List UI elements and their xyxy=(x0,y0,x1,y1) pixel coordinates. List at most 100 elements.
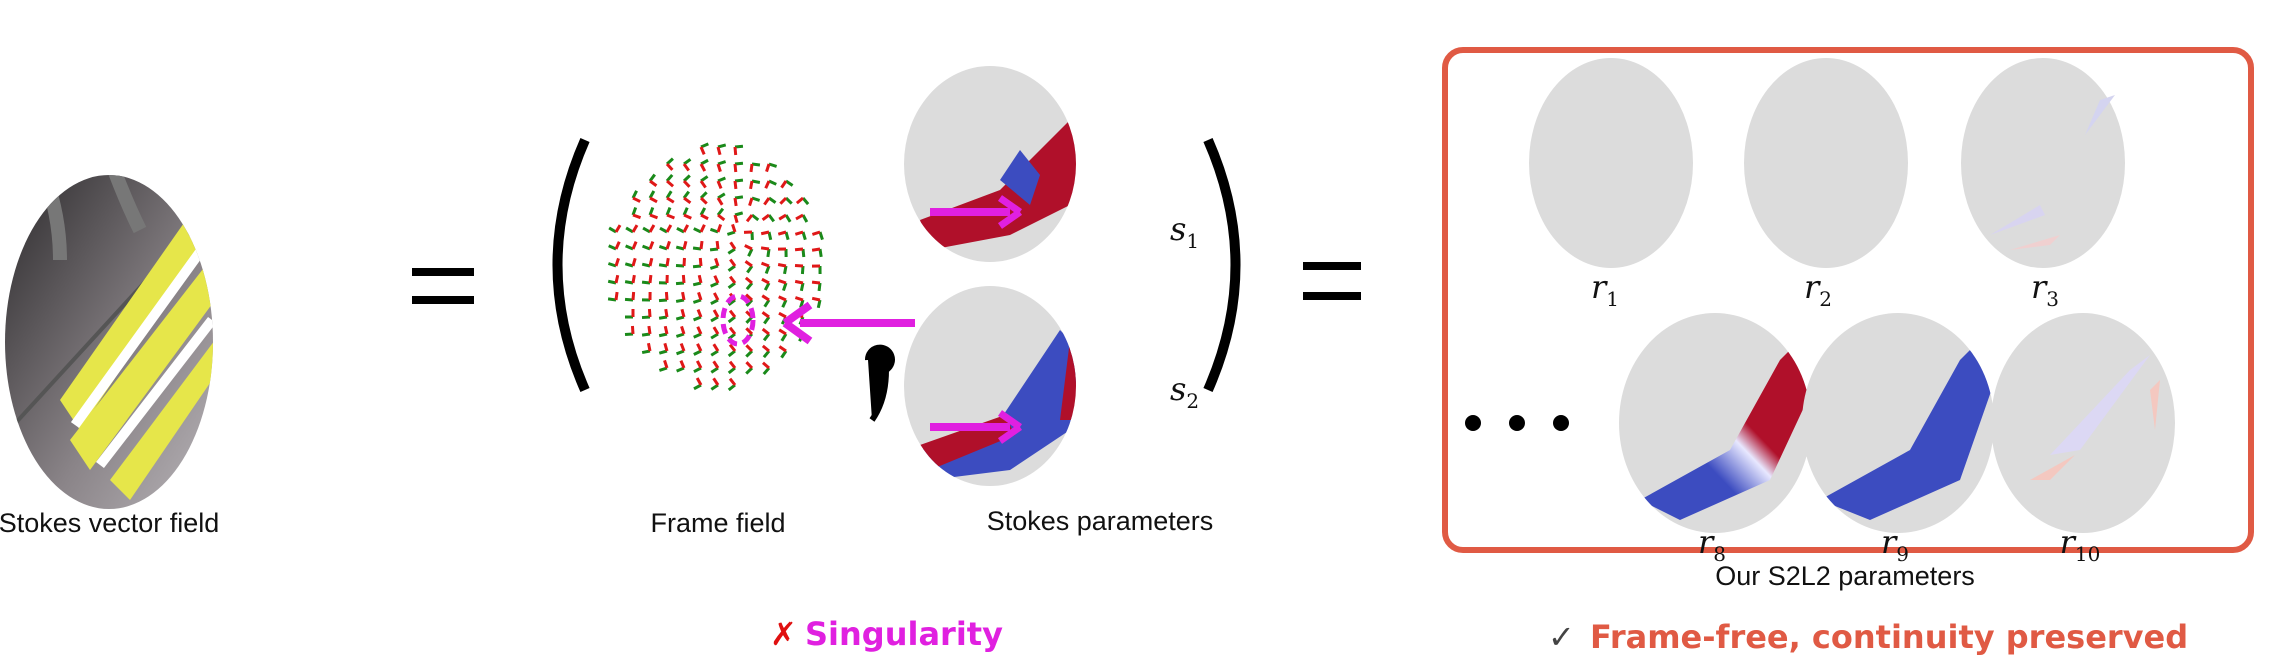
frame-vector-red xyxy=(733,146,738,156)
right-parenthesis xyxy=(1203,137,1241,393)
singularity-note: Singularity xyxy=(805,615,1003,653)
frame-vector-red xyxy=(649,213,659,220)
frame-vector-red xyxy=(716,180,723,189)
frame-vector-red xyxy=(780,180,788,189)
frame-vector-red xyxy=(731,223,737,233)
frame-vector-red xyxy=(631,291,636,301)
frame-vector-red xyxy=(745,293,754,302)
frame-vector-red xyxy=(697,274,703,284)
left-parenthesis xyxy=(552,137,590,393)
frame-vector-red xyxy=(733,197,738,207)
equals-sign xyxy=(412,268,474,304)
frame-vector-red xyxy=(631,241,638,250)
frame-vector-red xyxy=(665,240,671,250)
stokes-parameters-label: Stokes parameters xyxy=(987,506,1214,536)
frame-vector-red xyxy=(614,257,620,267)
frame-vector-red xyxy=(745,327,754,336)
frame-vector-red xyxy=(748,197,754,207)
frame-vector-red xyxy=(728,343,737,352)
r1-label: r1 xyxy=(1591,268,1619,311)
frame-vector-red xyxy=(713,275,720,284)
frame-vector-red xyxy=(699,196,708,205)
frame-vector-red xyxy=(717,213,726,222)
frame-vector-red xyxy=(760,261,770,268)
frame-vector-red xyxy=(614,291,619,301)
frame-vector-red xyxy=(614,274,620,284)
frame-vector-red xyxy=(728,309,737,318)
frame-vector-red xyxy=(715,240,720,250)
comma xyxy=(864,344,895,422)
frame-vector-red xyxy=(699,224,706,233)
frame-vector-red xyxy=(728,360,737,369)
s2l2-r10-sphere xyxy=(1991,313,2175,533)
frame-vector-red xyxy=(683,196,692,204)
frame-vector-red xyxy=(777,230,787,236)
s2-label: s2 xyxy=(1170,370,1199,413)
frame-vector-red xyxy=(665,224,673,233)
stokes-vector-field-sphere xyxy=(5,175,213,509)
frame-field-label: Frame field xyxy=(650,508,785,538)
frame-vector-red xyxy=(665,162,674,171)
frame-vector-red xyxy=(700,213,709,221)
frame-vector-red xyxy=(681,291,686,301)
frame-vector-red xyxy=(699,146,706,155)
frame-vector-red xyxy=(649,196,658,204)
check-icon: ✓ xyxy=(1548,618,1575,656)
frame-vector-red xyxy=(779,196,788,205)
frame-vector-red xyxy=(663,342,669,352)
frame-vector-red xyxy=(699,163,707,172)
frame-vector-red xyxy=(811,280,821,285)
frame-vector-red xyxy=(761,213,770,222)
frame-vector-red xyxy=(763,197,771,206)
frame-vector-red xyxy=(666,213,675,220)
stokes-vector-field-label: Stokes vector field xyxy=(0,508,219,538)
frame-vector-red xyxy=(761,344,770,353)
frame-vector-red xyxy=(647,325,652,335)
frame-vector-red xyxy=(733,180,738,190)
s2l2-r9-sphere xyxy=(1802,313,1994,533)
frame-vector-red xyxy=(745,214,754,223)
frame-vector-red xyxy=(680,325,686,335)
frame-vector-red xyxy=(679,342,686,352)
frame-vector-red xyxy=(777,263,787,268)
frame-vector-red xyxy=(733,163,738,173)
frame-vector-red xyxy=(695,377,703,386)
s2l2-r3-sphere xyxy=(1961,58,2125,268)
frame-vector-red xyxy=(663,325,669,335)
frame-vector-red xyxy=(811,230,821,236)
frame-vector-red xyxy=(749,163,754,173)
s1-label: s1 xyxy=(1170,210,1199,253)
frame-vector-red xyxy=(696,309,703,318)
singularity-marker xyxy=(720,293,756,347)
frame-vector-red xyxy=(745,344,754,353)
frame-vector-red xyxy=(712,360,720,369)
frame-vector-red xyxy=(631,274,636,284)
frame-vector-red xyxy=(663,359,669,369)
frame-vector-red xyxy=(728,377,737,386)
frame-vector-red xyxy=(664,291,669,301)
frame-vector-red xyxy=(778,311,787,319)
frame-vector-red xyxy=(728,275,737,284)
cross-icon: ✗ xyxy=(770,615,797,653)
frame-vector-red xyxy=(811,247,821,252)
frame-vector-red xyxy=(664,308,669,318)
frame-vector-red xyxy=(614,224,622,233)
frame-vector-red xyxy=(794,247,804,252)
frame-vector-red xyxy=(733,214,739,224)
equals-sign xyxy=(1303,262,1361,300)
frame-vector-red xyxy=(744,260,753,268)
frame-vector-red xyxy=(712,309,720,318)
frame-vector-red xyxy=(761,277,770,285)
frame-vector-red xyxy=(712,343,720,352)
frame-vector-red xyxy=(778,345,787,353)
frame-field-sphere xyxy=(600,138,836,394)
frame-vector-red xyxy=(699,240,704,250)
frame-vector-red xyxy=(794,263,804,268)
frame-vector-red xyxy=(683,213,692,220)
frame-vector-red xyxy=(665,257,670,267)
frame-free-note: Frame-free, continuity preserved xyxy=(1590,618,2188,656)
frame-vector-red xyxy=(716,163,722,173)
s2l2-highlight-box xyxy=(1442,47,2254,553)
